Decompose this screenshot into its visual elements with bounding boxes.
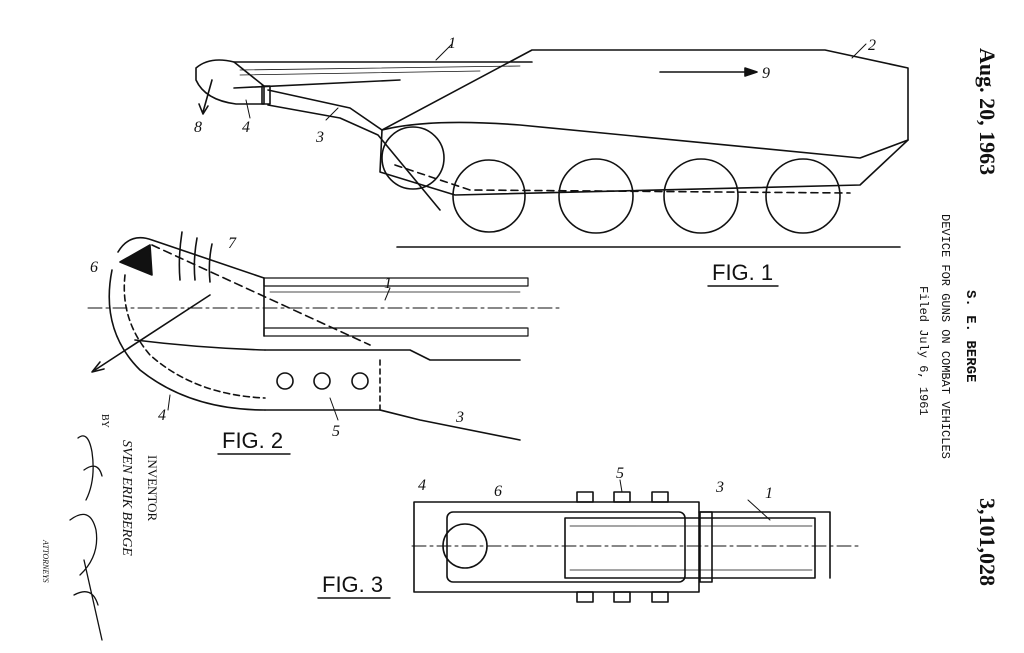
fig2-ref-3: 3 [455, 409, 464, 426]
fig1-ref-3: 3 [315, 129, 324, 146]
fig3-bolt [651, 491, 669, 503]
fig3-ref-4: 4 [418, 477, 426, 494]
fig3-ref-5: 5 [616, 465, 624, 482]
fig1-leader-1 [435, 43, 453, 61]
by-label: BY [99, 414, 110, 428]
fig2-leader-4 [167, 394, 171, 411]
fig2-barrel-wall-bottom [263, 327, 529, 337]
fig3-bolt [576, 591, 594, 603]
fig3-body [413, 501, 700, 593]
fig2-bolt-hole [313, 372, 331, 390]
patent-title: DEVICE FOR GUNS ON COMBAT VEHICLES [938, 214, 952, 459]
fig3-bolt [651, 591, 669, 603]
fig2-muzzle-lip [119, 244, 153, 276]
fig1-barrel-hatch [239, 70, 481, 76]
fig1-arrow-9-head [744, 67, 758, 77]
fig3-sleeve-collar [699, 511, 713, 583]
fig1-ref-4: 4 [242, 119, 250, 136]
fig1-leader-2 [851, 43, 867, 59]
fig1-label: FIG. 1 [712, 260, 773, 285]
fig2-ref-4: 4 [158, 407, 166, 424]
fig3-drawing [411, 479, 863, 603]
patent-number: 3,101,028 [975, 498, 1000, 586]
fig1-road-wheel [765, 158, 841, 234]
fig3-sleeve [698, 511, 831, 579]
fig2-bolt-hole [276, 372, 294, 390]
fig1-ref-9: 9 [762, 65, 770, 82]
fig1-arrow-8 [202, 79, 213, 113]
fig2-exit-arrow-head [91, 361, 105, 373]
fig2-gas-arrow [193, 237, 198, 281]
fig3-inner-frame [446, 511, 686, 583]
fig2-ref-1: 1 [384, 275, 392, 292]
fig2-barrel-wall-top [263, 277, 529, 287]
fig2-bolt-hole [351, 372, 369, 390]
fig1-track-line [394, 164, 851, 194]
filed-date: Filed July 6, 1961 [916, 286, 930, 416]
fig1-arrow-8-head [198, 103, 209, 115]
fig3-bolt [613, 491, 631, 503]
attorneys-label: ATTORNEYS [41, 540, 50, 583]
fig2-sleeve-top [264, 349, 521, 361]
fig1-leader-3 [325, 107, 339, 121]
fig2-gas-arrow [208, 243, 213, 283]
fig2-diagonal-dashed [151, 244, 371, 346]
fig3-leader-5 [619, 479, 623, 493]
fig2-sleeve-bottom [264, 409, 521, 441]
fig1-drive-wheel [381, 126, 445, 190]
fig2-muzzle-outer [108, 269, 266, 411]
inventor-header-name: S. E. BERGE [962, 290, 978, 383]
inventor-heading: INVENTOR [145, 455, 160, 522]
fig3-ref-3: 3 [715, 479, 724, 496]
fig1-barrel-hatch [239, 65, 521, 71]
fig2-leader-1 [384, 287, 391, 301]
fig2-leader-5 [329, 397, 339, 421]
fig1-mount-lower [267, 104, 441, 211]
fig2-muzzle-top [117, 236, 265, 279]
fig1-collar [261, 85, 271, 105]
fig2-drawing [87, 231, 561, 441]
inventor-name: SVEN ERIK BERGE [119, 440, 134, 556]
fig2-ref-5: 5 [332, 423, 340, 440]
fig1-mount-upper [267, 89, 383, 131]
fig3-ref-1: 1 [765, 485, 773, 502]
fig2-gas-arrow [178, 231, 183, 281]
fig2-muzzle-inner [123, 274, 266, 399]
fig2-ref-6: 6 [90, 259, 98, 276]
fig1-hull-upper [381, 121, 909, 159]
fig1-ref-1: 1 [448, 35, 456, 52]
fig3-bolt [576, 491, 594, 503]
fig1-ref-2: 2 [868, 37, 876, 54]
patent-date: Aug. 20, 1963 [975, 48, 1000, 176]
fig1-muzzle-brake [195, 59, 265, 105]
fig1-road-wheel [663, 158, 739, 234]
fig2-exit-arrow [94, 294, 211, 371]
fig1-ref-8: 8 [194, 119, 202, 136]
fig3-leader-1 [747, 499, 771, 521]
fig3-barrel [564, 517, 816, 579]
fig1-road-wheel [558, 158, 634, 234]
fig1-drawing [195, 43, 909, 248]
fig1-road-wheel [452, 159, 526, 233]
fig2-ref-7: 7 [228, 235, 237, 252]
fig3-ref-6: 6 [494, 483, 502, 500]
fig2-muzzle-bore [134, 339, 266, 351]
fig1-leader-4 [245, 99, 251, 119]
fig3-bore-hole [442, 523, 488, 569]
fig2-label: FIG. 2 [222, 428, 283, 453]
fig3-bolt [613, 591, 631, 603]
attorney-signature [69, 435, 103, 641]
fig3-label: FIG. 3 [322, 572, 383, 597]
